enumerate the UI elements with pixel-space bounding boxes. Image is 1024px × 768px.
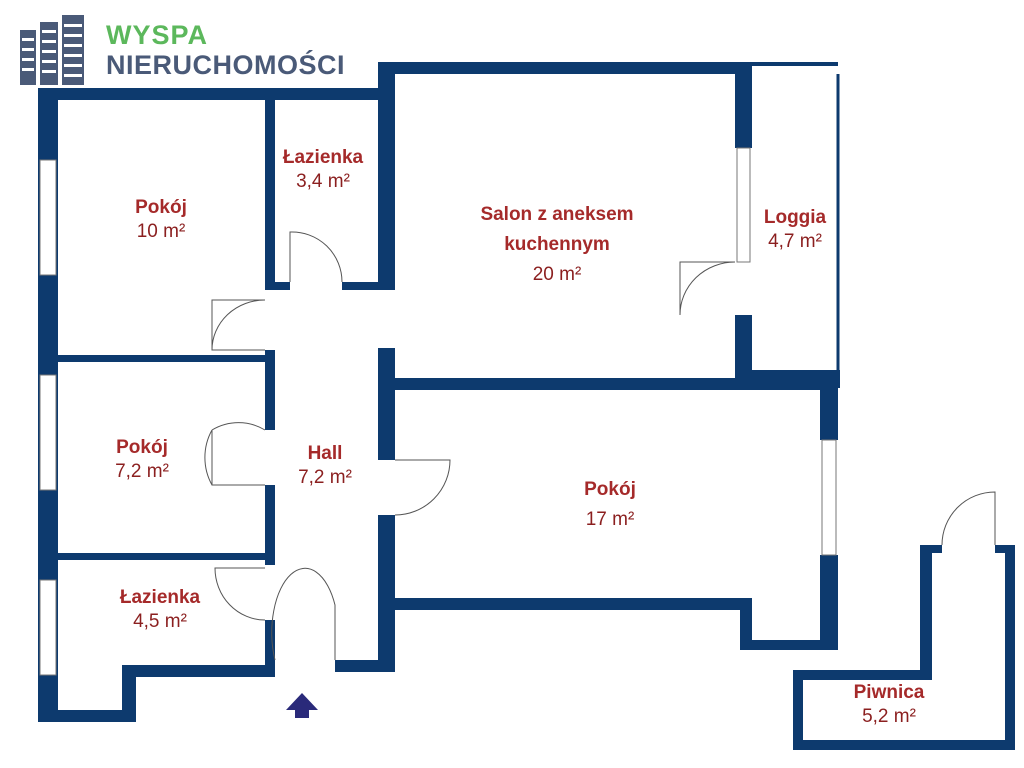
logo-building-icon bbox=[20, 15, 84, 85]
windows bbox=[39, 62, 840, 676]
walls bbox=[38, 62, 1015, 750]
logo-line1: WYSPA bbox=[106, 20, 209, 50]
doors bbox=[204, 231, 996, 661]
logo-line2: NIERUCHOMOŚCI bbox=[106, 50, 346, 80]
entrance-arrow-icon bbox=[286, 693, 318, 718]
